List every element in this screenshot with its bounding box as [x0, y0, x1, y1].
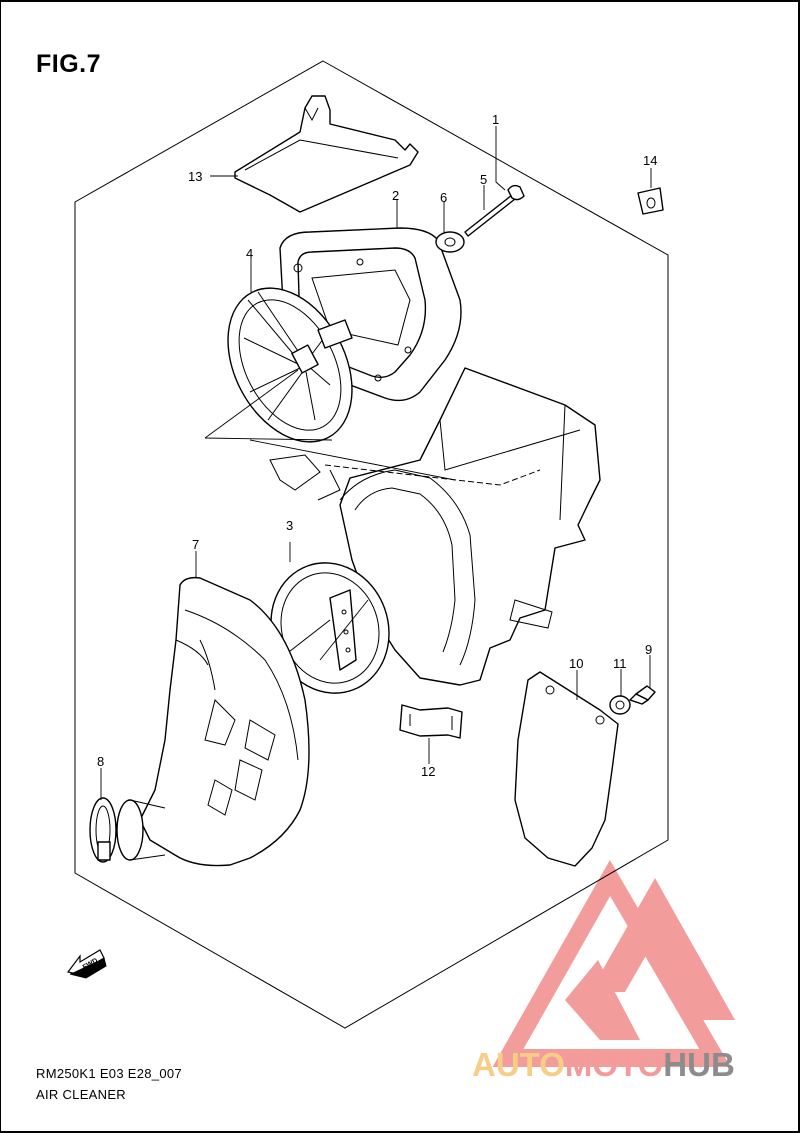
part-7-intake-boot	[139, 576, 310, 867]
assembly-boundary	[74, 60, 669, 1029]
part-11-nut	[609, 695, 631, 715]
part-6-washer	[435, 231, 465, 253]
watermark-hub: HUB	[663, 1046, 735, 1083]
callout-8: 8	[97, 754, 104, 769]
part-8-clamp	[89, 797, 166, 863]
callout-9: 9	[645, 642, 652, 657]
callout-12: 12	[421, 764, 435, 779]
callout-1: 1	[492, 112, 499, 127]
section-name: AIR CLEANER	[36, 1087, 126, 1102]
figure-title: FIG.7	[36, 50, 102, 78]
part-4-lead-lines	[204, 369, 333, 441]
forward-direction-arrow: FWD	[66, 949, 107, 979]
callout-3: 3	[286, 518, 293, 533]
callout-leader-lines	[100, 126, 652, 800]
watermark-logo	[492, 859, 735, 1067]
part-12-strap	[399, 704, 463, 739]
callout-14: 14	[643, 153, 657, 168]
part-14-clip	[637, 187, 664, 215]
part-3-seal-plate	[270, 562, 390, 694]
part-1-internal-lead	[249, 439, 456, 481]
callout-7: 7	[192, 537, 199, 552]
part-9-bolt	[629, 685, 656, 705]
watermark-auto: AUTO	[472, 1046, 565, 1083]
callout-11: 11	[613, 656, 627, 671]
watermark-text: AUTOMOTOHUB	[472, 1046, 735, 1084]
callout-5: 5	[480, 172, 487, 187]
part-10-mud-guard	[514, 671, 619, 867]
part-4-filter-cage	[227, 287, 353, 443]
callout-2: 2	[392, 188, 399, 203]
callout-4: 4	[246, 246, 253, 261]
callout-13: 13	[188, 169, 202, 184]
model-code: RM250K1 E03 E28_007	[36, 1066, 182, 1081]
callout-10: 10	[569, 656, 583, 671]
part-3-lead-line	[319, 599, 369, 661]
part-13-cover	[234, 95, 419, 213]
watermark-moto: MOTO	[564, 1046, 664, 1083]
part-1-air-cleaner-case	[269, 367, 601, 686]
callout-6: 6	[440, 190, 447, 205]
part-5-bolt	[464, 184, 525, 237]
